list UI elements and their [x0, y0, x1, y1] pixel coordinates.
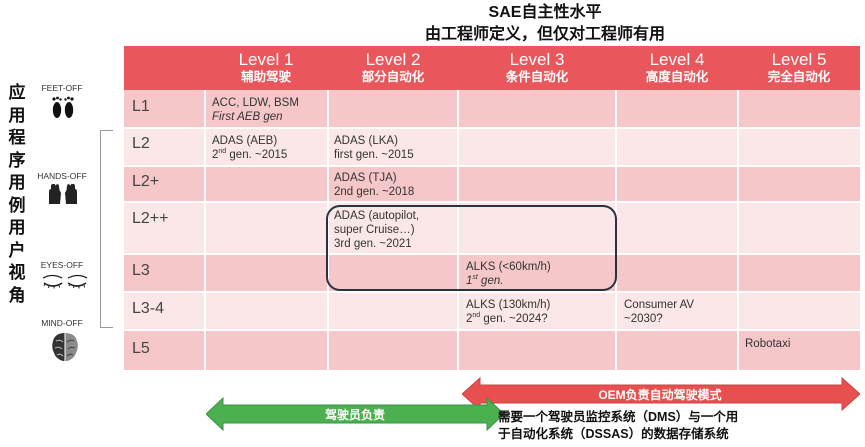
- hands-off-bracket: [100, 130, 113, 328]
- header-level-4: Level 4 高度自动化: [645, 50, 709, 84]
- title-line2: 由工程师定义，但仅对工程师有用: [424, 26, 665, 43]
- row-divider: [124, 127, 860, 129]
- row-l2plus: [124, 166, 860, 202]
- row-label-l1: L1: [132, 98, 150, 115]
- cell-l2-level2: ADAS (LKA) first gen. ~2015: [334, 135, 414, 161]
- note-text: 需要一个驾驶员监控系统（DMS）与一个用 于自动化系统（DSSAS）的数据存储系…: [498, 410, 739, 441]
- row-divider: [124, 329, 860, 331]
- cell-l2plus-level2: ADAS (TJA) 2nd gen. ~2018: [334, 172, 415, 198]
- col-divider: [457, 90, 459, 370]
- col-divider: [737, 90, 739, 370]
- cell-l3-4-level3: ALKS (130km/h) 2nd gen. ~2024?: [466, 299, 551, 325]
- mind-off-label: MIND-OFF: [41, 318, 83, 328]
- col-divider: [204, 90, 206, 370]
- hands-off-label: HANDS-OFF: [37, 171, 87, 181]
- table-header: Level 1 辅助驾驶 Level 2 部分自动化 Level 3 条件自动化…: [124, 46, 860, 90]
- oem-arrow-label: OEM负责自动驾驶模式: [598, 388, 722, 402]
- header-level-3: Level 3 条件自动化: [505, 50, 569, 84]
- hands-icon: [49, 184, 77, 204]
- page-title: SAE自主性水平 由工程师定义，但仅对工程师有用: [330, 2, 760, 46]
- row-divider: [124, 291, 860, 293]
- row-label-l2plus: L2+: [132, 173, 160, 190]
- row-divider: [124, 253, 860, 255]
- feet-icon: [52, 96, 74, 118]
- brain-icon: [52, 333, 78, 361]
- row-label-l5: L5: [132, 340, 150, 357]
- cell-l2plusplus-level2: ADAS (autopilot, super Cruise…) 3rd gen.…: [334, 210, 420, 250]
- side-label: 应用程序用例用户视角: [8, 83, 26, 305]
- title-line1: SAE自主性水平: [488, 4, 602, 21]
- header-level-1: Level 1 辅助驾驶: [238, 50, 294, 84]
- cell-l5-level5: Robotaxi: [745, 338, 791, 350]
- col-divider: [327, 90, 329, 370]
- feet-off-label: FEET-OFF: [41, 83, 83, 93]
- driver-arrow-label: 驾驶员负责: [324, 408, 385, 422]
- cell-l2-level1: ADAS (AEB) 2nd gen. ~2015: [212, 135, 288, 161]
- header-level-2: Level 2 部分自动化: [361, 50, 425, 84]
- row-label-l3: L3: [132, 262, 150, 279]
- header-level-5: Level 5 完全自动化: [767, 50, 831, 84]
- cell-l3-4-level4: Consumer AV ~2030?: [624, 299, 695, 325]
- row-divider: [124, 201, 860, 203]
- sae-levels-table: Level 1 辅助驾驶 Level 2 部分自动化 Level 3 条件自动化…: [124, 46, 860, 370]
- eyes-off-label: EYES-OFF: [40, 260, 84, 270]
- eyes-icon: [42, 274, 88, 289]
- cell-l1-level1: ACC, LDW, BSM First AEB gen: [212, 97, 299, 123]
- row-divider: [124, 165, 860, 167]
- row-label-l2: L2: [132, 135, 150, 152]
- driver-arrow: [206, 397, 504, 431]
- highlight-box: [326, 205, 617, 291]
- cell-l3-level3: ALKS (<60km/h) 1st gen.: [466, 261, 551, 287]
- row-label-l2plusplus: L2++: [132, 210, 169, 227]
- row-label-l3-4: L3-4: [132, 300, 165, 317]
